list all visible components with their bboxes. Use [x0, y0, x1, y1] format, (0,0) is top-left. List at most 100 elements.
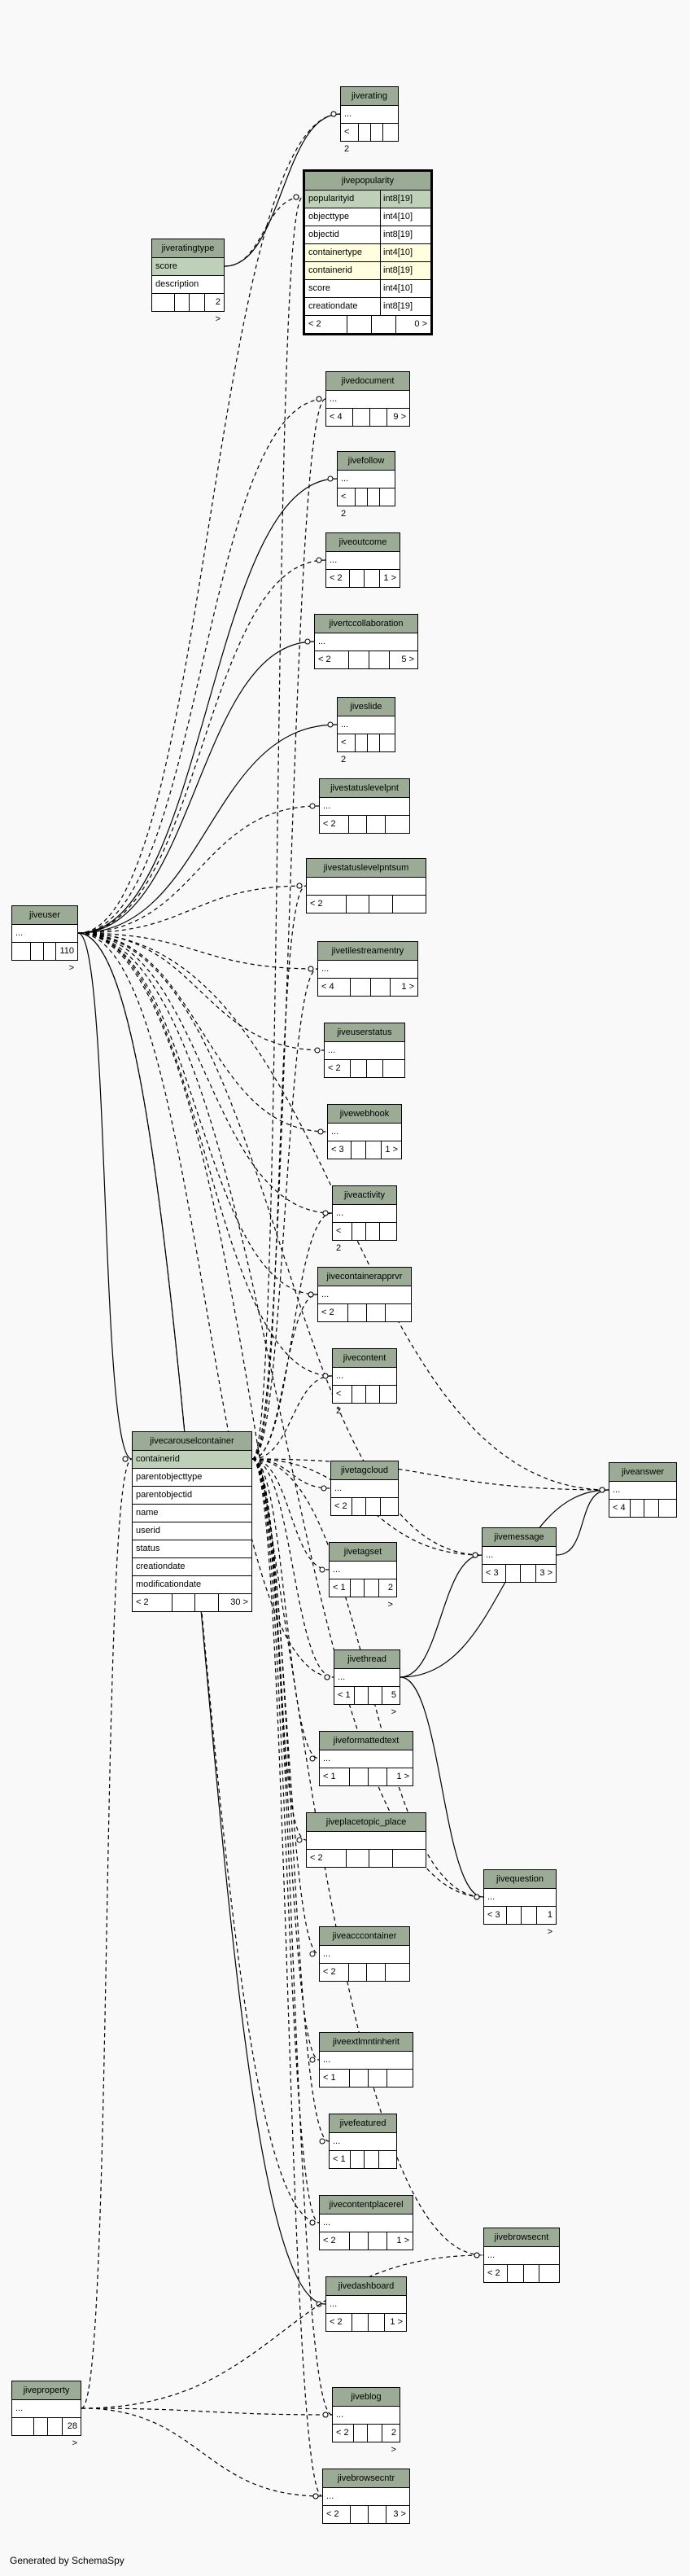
footer-cell — [349, 2070, 368, 2087]
child-count: 1 > — [386, 2232, 413, 2250]
table-jiveextlmntinherit[interactable]: jiveextlmntinherit...< 1 — [319, 2032, 413, 2088]
footer-cell — [349, 1768, 368, 1785]
table-name[interactable]: jivedocument — [326, 372, 409, 391]
footer-cell — [365, 1386, 379, 1403]
table-jiverating[interactable]: jiverating...< 2 — [340, 86, 399, 154]
footer-cell — [367, 2314, 384, 2331]
relationship-jiveuser-jivestatuslevelpnt — [77, 805, 320, 934]
table-name[interactable]: jivethread — [334, 1650, 400, 1669]
table-name[interactable]: jiveuserstatus — [325, 1023, 404, 1042]
table-name[interactable]: jiveuser — [12, 906, 77, 925]
table-name[interactable]: jiveslide — [338, 698, 395, 716]
crowfoot-marker — [327, 721, 334, 728]
crowfoot-marker — [327, 475, 334, 482]
column-row: parentobjectid — [133, 1487, 251, 1505]
table-name[interactable]: jiveratingtype — [152, 239, 224, 258]
table-footer: < 2 — [333, 1386, 396, 1416]
table-name[interactable]: jivepopularity — [305, 172, 430, 191]
table-name[interactable]: jiveproperty — [12, 2381, 81, 2400]
table-jiveactivity[interactable]: jiveactivity...< 2 — [332, 1185, 397, 1253]
table-name[interactable]: jiveoutcome — [326, 533, 400, 552]
table-name[interactable]: jiveplacetopic_place — [307, 1813, 426, 1832]
table-name[interactable]: jivertccollaboration — [315, 615, 417, 633]
table-jivestatuslevelpntsum[interactable]: jivestatuslevelpntsum< 2 — [306, 858, 426, 913]
table-name[interactable]: jivecontent — [333, 1349, 396, 1368]
table-name[interactable]: jivecontentplacerel — [320, 2196, 413, 2215]
footer-cell — [364, 1579, 378, 1597]
table-name[interactable]: jivequestion — [484, 1870, 556, 1889]
table-name[interactable]: jivetagset — [330, 1543, 396, 1562]
table-jiveslide[interactable]: jiveslide...< 2 — [337, 697, 395, 764]
table-jivestatuslevelpnt[interactable]: jivestatuslevelpnt...< 2 — [319, 778, 410, 834]
table-jiveplacetopic_place[interactable]: jiveplacetopic_place< 2 — [306, 1812, 426, 1868]
table-name[interactable]: jivetilestreamentry — [318, 942, 417, 961]
parent-count: < 2 — [341, 738, 347, 764]
table-name[interactable]: jivefollow — [338, 452, 395, 471]
relationship-jivecarouselcontainer-jivethread — [251, 1458, 334, 1678]
crowfoot-marker — [304, 638, 311, 645]
child-count: 28 > — [62, 2418, 81, 2448]
table-jivebrowsecnt[interactable]: jivebrowsecnt...< 2 — [483, 2228, 560, 2283]
footer-cell — [366, 816, 384, 833]
relationship-jiveproperty-jivecarouselcontainer — [81, 1458, 133, 2409]
relationship-jiveuser-jivequestion — [77, 932, 484, 1898]
table-jiveanswer[interactable]: jiveanswer...< 4 — [609, 1462, 677, 1518]
table-name[interactable]: jivebrowsecntr — [323, 2469, 409, 2488]
column-name: name — [136, 1508, 159, 1518]
table-name[interactable]: jiverating — [341, 87, 398, 106]
table-name[interactable]: jivedashboard — [326, 2277, 406, 2296]
table-jiveacccontainer[interactable]: jiveacccontainer...< 2 — [319, 1926, 410, 1982]
table-jivefollow[interactable]: jivefollow...< 2 — [337, 451, 395, 519]
table-jivecontainerapprvr[interactable]: jivecontainerapprvr...< 2 — [317, 1267, 412, 1322]
table-name[interactable]: jivefeatured — [330, 2114, 396, 2133]
table-name[interactable]: jivemessage — [483, 1528, 556, 1547]
table-name[interactable]: jiveactivity — [333, 1186, 396, 1205]
table-name[interactable]: jiveextlmntinherit — [320, 2033, 413, 2052]
table-name[interactable]: jivecarouselcontainer — [133, 1432, 251, 1451]
table-jiveproperty[interactable]: jiveproperty...28 > — [11, 2381, 81, 2448]
table-jivefeatured[interactable]: jivefeatured...< 1 — [329, 2114, 397, 2169]
parent-count: < 3 — [486, 1568, 499, 1578]
table-name[interactable]: jivetagcloud — [331, 1461, 398, 1480]
column-row: name — [133, 1505, 251, 1522]
table-jivecontent[interactable]: jivecontent...< 2 — [332, 1348, 397, 1416]
table-name[interactable]: jiveacccontainer — [320, 1927, 409, 1946]
table-jiveuserstatus[interactable]: jiveuserstatus...< 2 — [324, 1023, 405, 1078]
table-name[interactable]: jivecontainerapprvr — [318, 1268, 411, 1286]
table-name[interactable]: jivestatuslevelpntsum — [307, 859, 426, 878]
table-jivetagcloud[interactable]: jivetagcloud...< 2 — [330, 1461, 399, 1516]
table-name[interactable]: jiveblog — [333, 2388, 400, 2407]
column-name: creationdate — [136, 1562, 186, 1571]
table-footer: < 3 3 > — [483, 1565, 556, 1582]
table-name[interactable]: jivebrowsecnt — [484, 2228, 559, 2247]
child-count — [538, 2265, 559, 2282]
table-name[interactable]: jivewebhook — [328, 1105, 401, 1124]
relationship-jivecarouselcontainer-jiveblog — [251, 1458, 333, 2416]
table-jiveuser[interactable]: jiveuser...110 > — [11, 905, 78, 973]
table-name[interactable]: jiveformattedtext — [320, 1732, 413, 1750]
parent-count: < 2 — [330, 2317, 343, 2327]
child-count: 3 > — [535, 1565, 556, 1582]
table-name[interactable]: jiveanswer — [609, 1463, 676, 1482]
footer-cell — [367, 2425, 381, 2442]
table-name[interactable]: jivestatuslevelpnt — [320, 779, 409, 798]
